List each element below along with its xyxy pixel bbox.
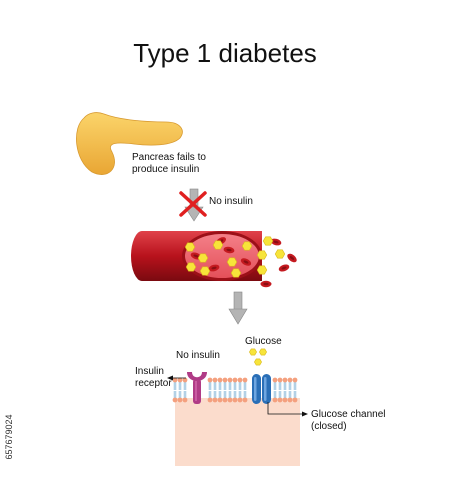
glucose-molecule <box>274 249 286 259</box>
insulin-receptor-label: Insulin receptor <box>135 366 172 389</box>
red-blood-cell <box>278 264 290 272</box>
red-blood-cell <box>287 253 297 263</box>
stock-id-watermark: 657679024 <box>2 382 16 492</box>
receptor-pointer <box>167 375 186 381</box>
glucose-molecule <box>259 348 267 356</box>
cross-icon <box>179 191 207 217</box>
glucose-molecule <box>262 236 274 246</box>
blood-vessel <box>131 231 297 288</box>
glucose-molecule <box>249 348 257 356</box>
stock-id-text: 657679024 <box>4 414 14 460</box>
red-blood-cell <box>223 246 235 254</box>
glucose-molecule <box>230 268 242 278</box>
glucose-molecule <box>254 358 262 366</box>
red-blood-cell <box>208 264 220 272</box>
glucose-channel-icon <box>252 374 271 404</box>
no-insulin-label-membrane: No insulin <box>176 350 220 361</box>
down-arrow-vessel <box>228 291 248 325</box>
diagram-title: Type 1 diabetes <box>133 38 317 68</box>
glucose-molecule <box>185 262 197 272</box>
glucose-molecules-membrane <box>249 348 267 366</box>
insulin-receptor-icon <box>187 372 207 404</box>
glucose-molecule <box>184 242 196 252</box>
glucose-molecule <box>226 257 238 267</box>
channel-pointer <box>267 402 308 417</box>
cell-tissue <box>175 398 300 466</box>
cell-membrane <box>172 377 298 403</box>
glucose-channel-label: Glucose channel (closed) <box>311 409 386 432</box>
glucose-molecule <box>256 265 268 275</box>
glucose-molecule <box>256 250 268 260</box>
glucose-molecule <box>241 241 253 251</box>
red-blood-cell <box>260 280 272 288</box>
glucose-label: Glucose <box>245 336 282 347</box>
glucose-molecules <box>184 236 286 278</box>
pancreas-illustration <box>76 112 183 175</box>
pancreas-label: Pancreas fails to produce insulin <box>132 152 206 175</box>
glucose-molecule <box>212 240 224 250</box>
red-blood-cell <box>270 238 282 246</box>
blood-cells <box>190 237 297 288</box>
glucose-molecule <box>197 253 209 263</box>
glucose-molecule <box>199 266 211 276</box>
no-insulin-label-top: No insulin <box>209 196 253 207</box>
red-blood-cell <box>240 258 252 266</box>
